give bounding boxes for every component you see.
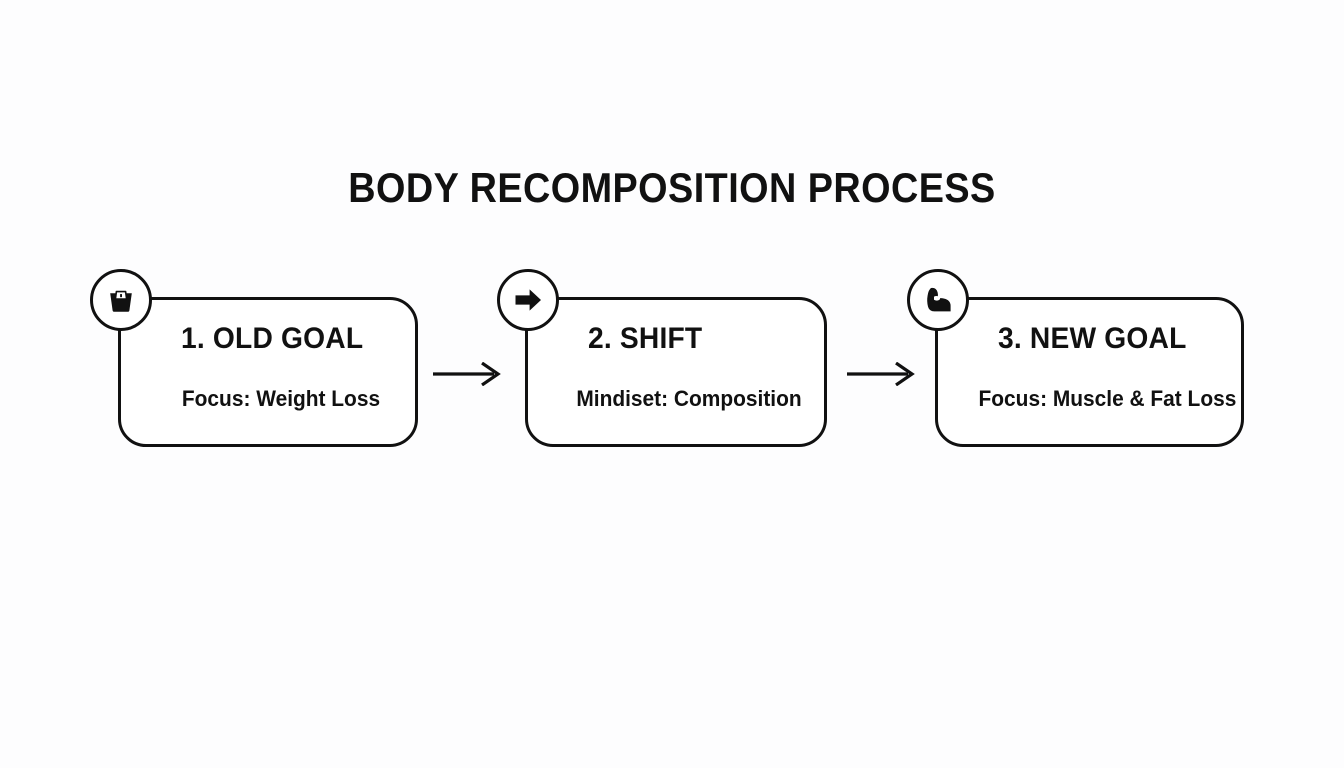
step-subtitle: Mindiset: Composition <box>576 386 802 411</box>
page-title: BODY RECOMPOSITION PROCESS <box>348 164 996 211</box>
step-heading: 2. SHIFT <box>588 322 703 355</box>
arrow-right-connector-icon <box>432 362 504 386</box>
step-heading: 1. OLD GOAL <box>181 322 364 355</box>
process-step-card-2[interactable]: 2. SHIFT Mindiset: Composition <box>497 269 827 447</box>
step-subtitle: Focus: Muscle & Fat Loss <box>978 386 1237 411</box>
process-step-card-3[interactable]: 3. NEW GOAL Focus: Muscle & Fat Loss <box>907 269 1244 447</box>
arrow-right-connector-icon <box>846 362 918 386</box>
arrow-right-icon <box>497 269 559 331</box>
flexed-bicep-icon <box>907 269 969 331</box>
step-heading: 3. NEW GOAL <box>998 322 1187 355</box>
step-subtitle: Focus: Weight Loss <box>181 386 381 411</box>
weight-scale-icon <box>90 269 152 331</box>
process-step-card-1[interactable]: 1. OLD GOAL Focus: Weight Loss <box>90 269 418 447</box>
